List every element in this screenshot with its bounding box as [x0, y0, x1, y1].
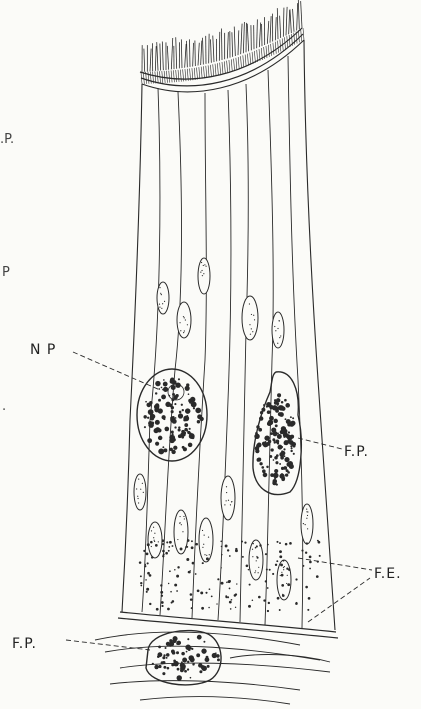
basal-granules [139, 539, 321, 612]
right-granular-cell [253, 372, 301, 495]
cuticular-border-striations [141, 28, 304, 84]
label-np: N P [30, 342, 56, 358]
edge-fragment-middle: P [2, 265, 10, 280]
bottom-granular-cell [146, 631, 221, 685]
edge-fragment-top: .P. [0, 132, 14, 147]
label-fp-bottom: F.P. [12, 636, 37, 652]
label-fe: F.E. [374, 566, 402, 582]
connective-tissue-fibres [95, 632, 330, 704]
edge-fragment-lower: . [2, 399, 6, 414]
nerve-cell-granules [143, 378, 203, 455]
right-cell-granules [254, 393, 296, 485]
bottom-cell-granules [152, 635, 220, 681]
basement-membrane [118, 612, 338, 638]
label-fp-right: F.P. [344, 444, 369, 460]
